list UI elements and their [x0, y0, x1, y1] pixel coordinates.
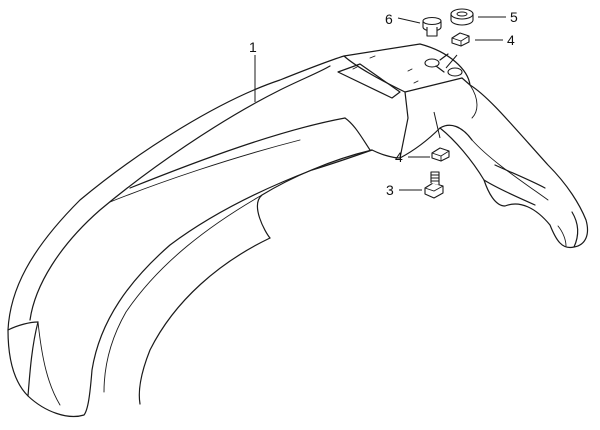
callout-nut-top: 4: [507, 32, 515, 48]
front-fender: [7, 43, 589, 418]
bolt-part: [424, 171, 444, 199]
callout-cushion: 5: [510, 9, 518, 25]
leader-lines: [254, 16, 506, 191]
callout-bolt: 3: [386, 182, 394, 198]
callout-nut-lower: 4: [395, 149, 403, 165]
nut-part-lower: [431, 147, 450, 162]
callout-fender: 1: [249, 39, 257, 55]
cushion-part: [450, 8, 474, 26]
callout-plug: 6: [385, 11, 393, 27]
nut-part-top: [451, 32, 470, 47]
plug-part: [422, 16, 442, 37]
